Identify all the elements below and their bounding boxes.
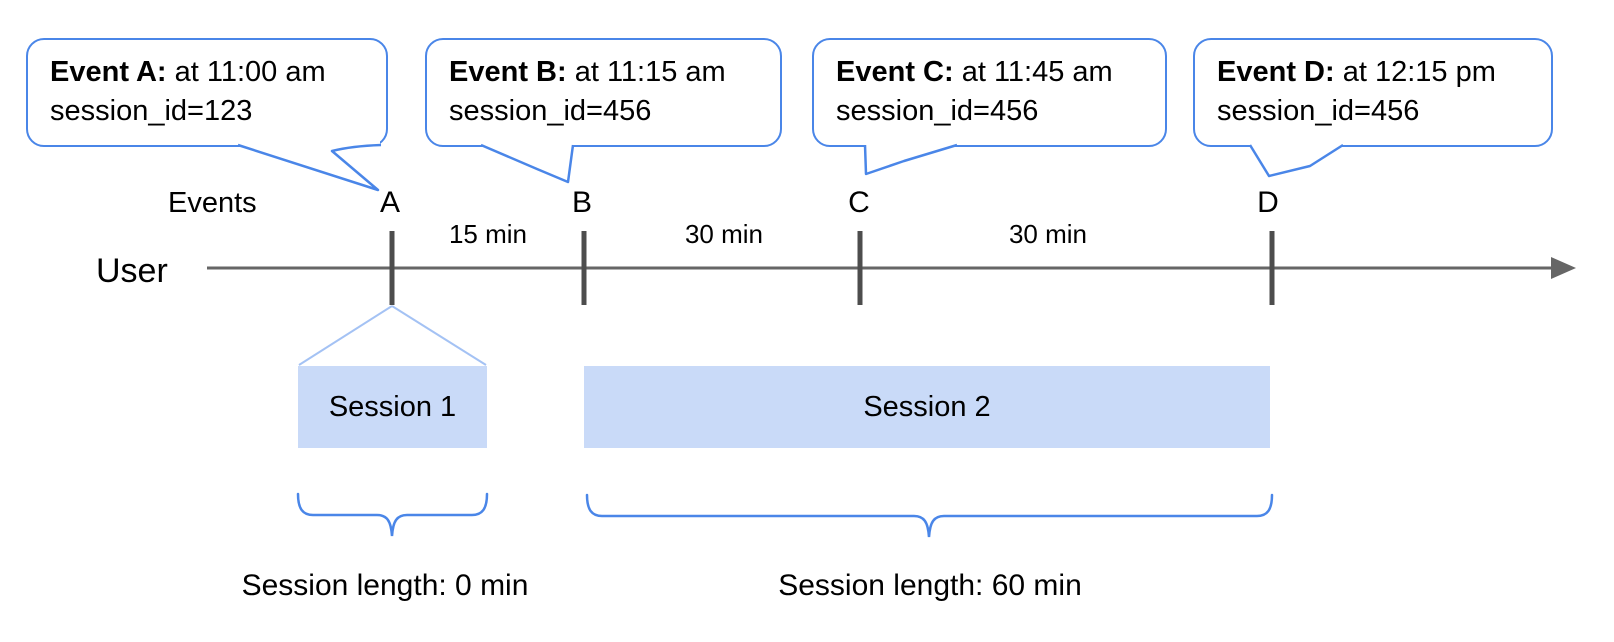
event-a-session-id: session_id=123 [50, 95, 253, 127]
callout-event-c: Event C: at 11:45 am session_id=456 [812, 38, 1167, 147]
event-b-session-id: session_id=456 [449, 95, 652, 127]
session-1-funnel-right [391, 305, 487, 366]
event-c-time-text: at 11:45 am [953, 56, 1113, 88]
callout-event-d: Event D: at 12:15 pm session_id=456 [1193, 38, 1553, 147]
session-1-bar: Session 1 [298, 366, 487, 448]
events-axis-label: Events [168, 187, 257, 219]
event-c-bold-label: Event C: [836, 56, 954, 88]
session-2-length-label: Session length: 60 min [778, 569, 1082, 602]
callout-event-a: Event A: at 11:00 am session_id=123 [26, 38, 388, 147]
event-d-time-text: at 12:15 pm [1334, 56, 1496, 88]
timeline-arrowhead [1551, 257, 1576, 279]
session-1-brace [296, 492, 489, 537]
session-2-bar: Session 2 [584, 366, 1270, 448]
callout-event-b: Event B: at 11:15 am session_id=456 [425, 38, 782, 147]
event-d-time-line: Event D: at 12:15 pm [1217, 53, 1551, 92]
event-a-bold-label: Event A: [50, 56, 167, 88]
session-1-length-label: Session length: 0 min [241, 569, 529, 602]
session-2-brace [585, 493, 1274, 538]
event-d-session-id: session_id=456 [1217, 95, 1420, 127]
event-b-time-line: Event B: at 11:15 am [449, 53, 780, 92]
session-1-funnel-left [298, 305, 393, 366]
interval-label-a-b: 15 min [448, 219, 528, 249]
interval-label-c-d: 30 min [1008, 219, 1088, 249]
event-c-session-id: session_id=456 [836, 95, 1039, 127]
event-a-time-line: Event A: at 11:00 am [50, 53, 386, 92]
event-marker-b: B [571, 186, 593, 219]
event-c-time-line: Event C: at 11:45 am [836, 53, 1165, 92]
session-2-label: Session 2 [863, 390, 991, 423]
event-marker-d: D [1257, 186, 1279, 219]
event-marker-a: A [379, 186, 401, 219]
interval-label-b-c: 30 min [684, 219, 764, 249]
event-d-bold-label: Event D: [1217, 56, 1335, 88]
event-b-bold-label: Event B: [449, 56, 567, 88]
user-axis-label: User [96, 252, 168, 290]
event-b-time-text: at 11:15 am [566, 56, 726, 88]
callout-c-tail [863, 143, 958, 176]
event-a-time-text: at 11:00 am [166, 56, 326, 88]
session-1-label: Session 1 [328, 390, 457, 423]
callout-a-tail [237, 143, 382, 192]
event-marker-c: C [848, 186, 870, 219]
callout-b-tail [480, 143, 575, 184]
callout-d-tail [1248, 143, 1344, 178]
